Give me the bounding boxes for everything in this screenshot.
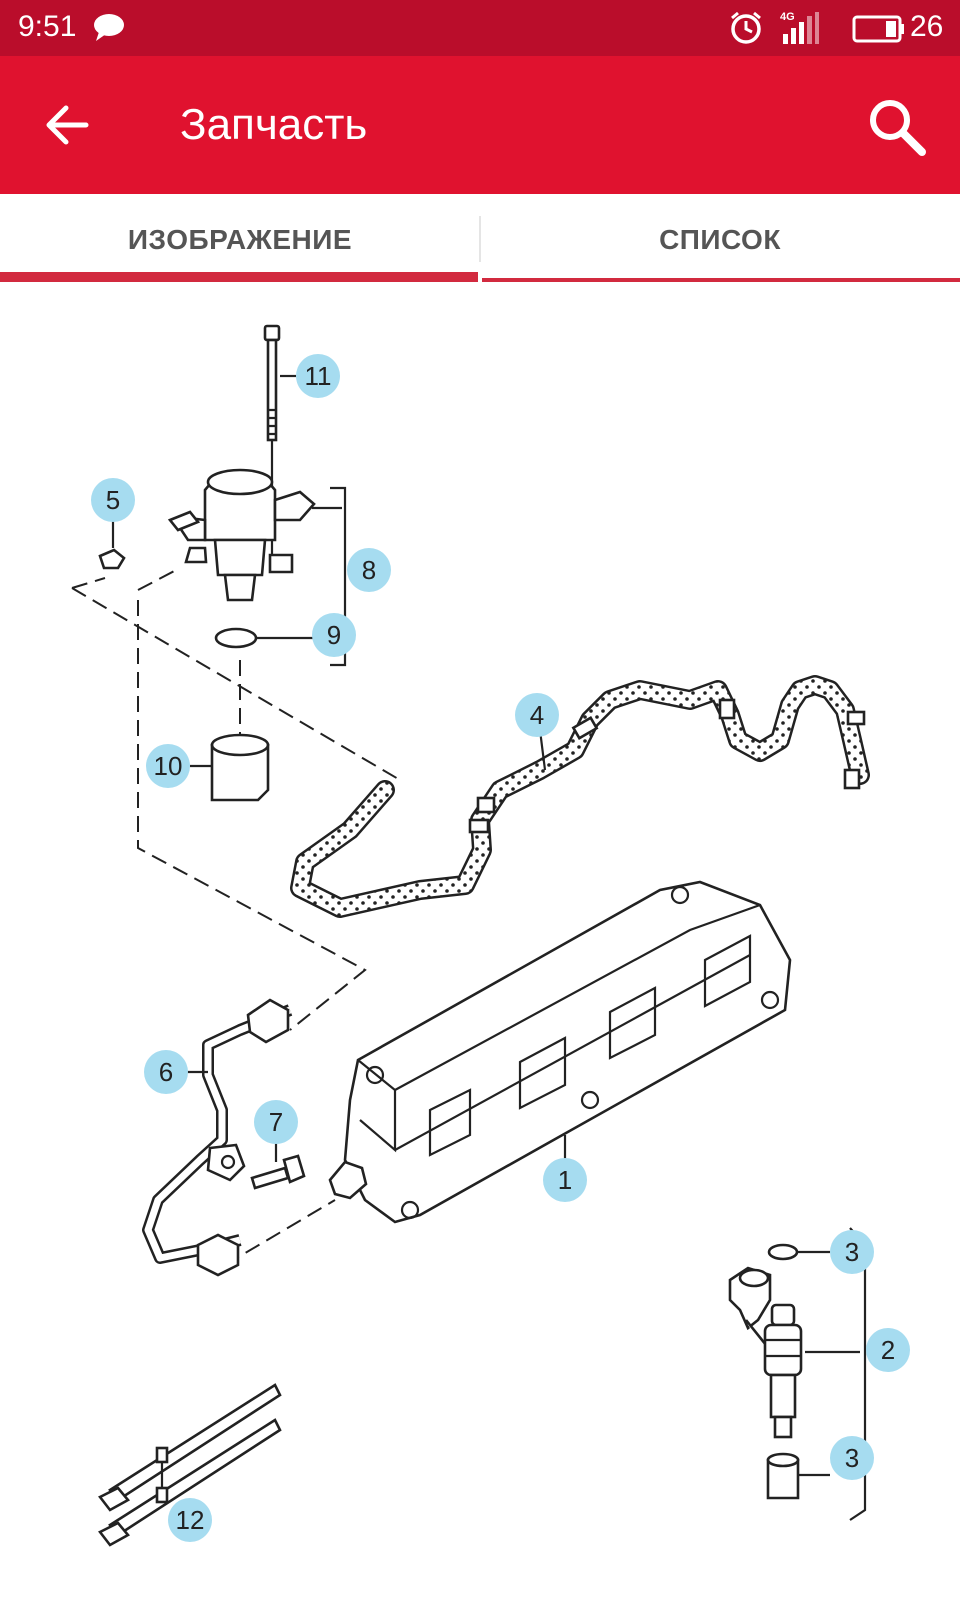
part-8-pump (167, 468, 347, 667)
callout-circle (347, 548, 391, 592)
tab-list[interactable]: СПИСОК (659, 224, 781, 255)
status-time: 9:51 (18, 10, 77, 43)
callout-label: 10 (154, 751, 183, 781)
part-5-nut (98, 548, 126, 570)
callout-1[interactable]: 1 (543, 1158, 587, 1202)
part-1-manifold (328, 880, 792, 1224)
callout-circle (515, 693, 559, 737)
callout-label: 1 (558, 1165, 572, 1195)
callout-circle (543, 1158, 587, 1202)
parts-diagram-drawing: 1 2 3 3 4 5 6 7 (71, 324, 910, 1547)
part-7-bolt (250, 1140, 306, 1190)
signal-icon: 4G (780, 10, 820, 51)
callout-circle (254, 1100, 298, 1144)
callout-2[interactable]: 2 (866, 1328, 910, 1372)
chat-icon (92, 12, 126, 47)
tab-divider (479, 216, 481, 262)
callout-8[interactable]: 8 (347, 548, 391, 592)
status-bar: 9:51 4G 26 (0, 0, 960, 56)
part-9-oring (214, 627, 258, 649)
back-arrow-icon[interactable] (44, 102, 90, 153)
callout-circle (91, 478, 135, 522)
part-4-hose (290, 675, 870, 918)
callout-label: 6 (159, 1057, 173, 1087)
part-6-pipe (142, 998, 293, 1277)
callout-label: 2 (881, 1335, 895, 1365)
callout-circle (168, 1498, 212, 1542)
callout-circle (830, 1230, 874, 1274)
network-type-label: 4G (780, 11, 795, 23)
callout-3-bottom[interactable]: 3 (830, 1436, 874, 1480)
battery-icon (852, 14, 906, 49)
callout-label: 9 (327, 620, 341, 650)
callout-circle (296, 354, 340, 398)
tab-indicator-active (0, 272, 478, 282)
callout-9[interactable]: 9 (312, 613, 356, 657)
callout-label: 5 (106, 485, 120, 515)
callout-circle (866, 1328, 910, 1372)
callout-label: 7 (269, 1107, 283, 1137)
callout-label: 11 (305, 361, 332, 391)
callout-circle (144, 1050, 188, 1094)
callout-6[interactable]: 6 (144, 1050, 188, 1094)
tab-indicator-inactive (482, 278, 960, 282)
callout-3-top[interactable]: 3 (830, 1230, 874, 1274)
part-2-injector (728, 1227, 867, 1521)
callout-circle (830, 1436, 874, 1480)
callout-7[interactable]: 7 (254, 1100, 298, 1144)
search-icon[interactable] (866, 96, 928, 163)
callout-11[interactable]: 11 (280, 354, 340, 398)
alarm-icon (728, 10, 764, 51)
part-10-sleeve (190, 733, 270, 802)
part-12-clips (98, 1383, 282, 1547)
page-title: Запчасть (180, 100, 368, 149)
part-3-oring-top (767, 1243, 799, 1261)
callout-5[interactable]: 5 (91, 478, 135, 522)
callout-10[interactable]: 10 (146, 744, 190, 788)
tab-image[interactable]: ИЗОБРАЖЕНИЕ (127, 224, 353, 255)
battery-level: 26 (910, 10, 944, 43)
callout-circle (312, 613, 356, 657)
callout-circle (146, 744, 190, 788)
callout-4[interactable]: 4 (515, 693, 559, 737)
parts-diagram[interactable]: 1 2 3 3 4 5 6 7 (0, 290, 960, 1600)
callout-label: 4 (530, 700, 544, 730)
callout-label: 3 (845, 1443, 859, 1473)
callout-label: 12 (176, 1505, 205, 1535)
callout-label: 8 (362, 555, 376, 585)
callout-12[interactable]: 12 (168, 1498, 212, 1542)
app-bar: Запчасть (0, 56, 960, 194)
tab-bar: ИЗОБРАЖЕНИЕ СПИСОК (0, 194, 960, 286)
callout-label: 3 (845, 1237, 859, 1267)
